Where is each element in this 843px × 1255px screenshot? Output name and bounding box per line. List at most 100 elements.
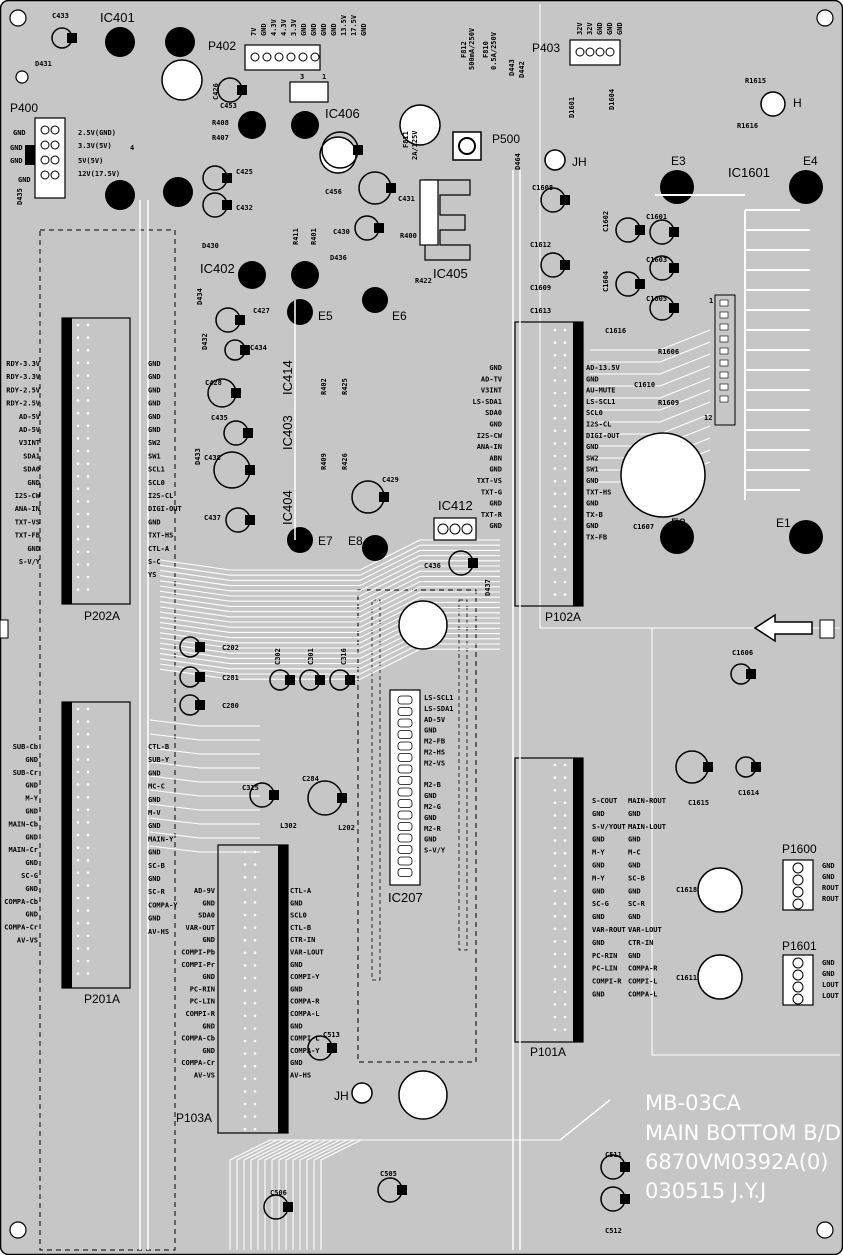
pin-label: AD-9V xyxy=(194,887,216,895)
pin-label: E8 xyxy=(348,534,363,548)
pin-label: GND xyxy=(592,939,605,947)
pin-label: GND xyxy=(148,426,161,434)
pin-label: M2-HS xyxy=(424,749,445,757)
ic1601-label: IC1601 xyxy=(728,165,770,180)
pin-label: GND xyxy=(592,810,605,818)
p1600-label: P1600 xyxy=(782,842,817,856)
pin-label: GND xyxy=(424,814,437,822)
svg-text:2A/125V: 2A/125V xyxy=(411,130,419,160)
pin-label: GND xyxy=(320,23,328,36)
svg-text:F812: F812 xyxy=(460,41,468,58)
pin-label: GND xyxy=(586,500,599,508)
pin-label: C511 xyxy=(605,1151,622,1159)
pin-label: COMPI-R xyxy=(185,1010,215,1018)
pin-label: GND xyxy=(330,23,338,36)
pin-label: M-C xyxy=(628,849,641,857)
pin-label: M2-G xyxy=(424,803,441,811)
pin-label: GND xyxy=(822,959,835,967)
pin-label: C506 xyxy=(270,1189,287,1197)
title-block: MB-03CA MAIN BOTTOM B/D 6870VM0392A(0) 0… xyxy=(645,1091,841,1203)
pin-label: C1608 xyxy=(532,184,553,192)
pin-label: ROUT xyxy=(822,884,839,892)
pin-label: 4 xyxy=(130,144,134,152)
ic207-pin-labels: LS-SCL1LS-SDA1AD-5VGNDM2-FBM2-HSM2-VSM2-… xyxy=(424,694,454,855)
svg-text:GND: GND xyxy=(18,176,31,184)
pin-label: C431 xyxy=(398,195,415,203)
large-pads xyxy=(105,27,823,561)
pin-label: GND xyxy=(628,887,641,895)
pin-label: C438 xyxy=(204,454,221,462)
pin-label: SC-R xyxy=(628,900,646,908)
pin-label: COMPA-Cb xyxy=(181,1035,215,1043)
ic414-label: IC414 xyxy=(280,360,295,395)
pin-label: M-Y xyxy=(592,874,605,882)
p103a-label: P103A xyxy=(176,1111,212,1125)
ic402-label: IC402 xyxy=(200,261,235,276)
pin-label: R1616 xyxy=(737,122,758,130)
header-pin-dots xyxy=(76,323,567,1131)
pin-label: SW2 xyxy=(586,454,599,462)
pin-label: SCL0 xyxy=(290,912,307,920)
pin-label: COMPA-Cr xyxy=(181,1059,215,1067)
pin-label: COMPA-R xyxy=(290,998,320,1006)
pin-label: LOUT xyxy=(822,992,839,1000)
pin-label: LOUT xyxy=(822,981,839,989)
pin-label: C456 xyxy=(325,188,342,196)
pin-label: VAR-OUT xyxy=(185,924,215,932)
pin-label: SC-G xyxy=(21,872,38,880)
p1601-label: P1601 xyxy=(782,939,817,953)
pin-label: GND xyxy=(148,875,161,883)
pin-label: GND xyxy=(586,375,599,383)
pin-label: GND xyxy=(310,23,318,36)
pin-label: C1615 xyxy=(688,799,709,807)
pin-label: CTL-B xyxy=(148,743,169,751)
p201a-right-labels: CTL-BSUB-YGNDMC-CGNDM-VGNDMAIN-YGNDSC-BG… xyxy=(148,743,178,936)
pin-label: L302 xyxy=(280,822,297,830)
pin-label: SCL0 xyxy=(148,479,165,487)
pin-label: V3INT xyxy=(19,439,40,447)
pin-label: SDA0 xyxy=(23,466,40,474)
pin-label: C512 xyxy=(605,1227,622,1235)
pin-label: C427 xyxy=(253,307,270,315)
pin-label: GND xyxy=(596,22,604,35)
pin-label: ROUT xyxy=(822,895,839,903)
pin-label: GND xyxy=(606,22,614,35)
pin-label: V3INT xyxy=(481,387,502,395)
pin-label: C202 xyxy=(222,644,239,652)
pin-label: GND xyxy=(592,991,605,999)
pin-label: GND xyxy=(360,23,368,36)
pin-label: TXT-VS xyxy=(15,518,40,526)
pin-label: D1604 xyxy=(608,89,616,110)
pin-label: SW1 xyxy=(148,452,161,460)
small-connector-pins xyxy=(40,47,804,1005)
pin-label: E3 xyxy=(671,154,686,168)
pin-label: GND xyxy=(300,23,308,36)
pin-label: D434 xyxy=(196,288,204,305)
pin-label: GND xyxy=(489,364,502,372)
pin-label: S-V/Y xyxy=(19,558,41,566)
pin-label: TXT-R xyxy=(481,511,503,519)
pin-label: R1609 xyxy=(658,399,679,407)
pin-label: R1615 xyxy=(745,77,766,85)
pin-label: C1601 xyxy=(646,213,667,221)
pin-label: C426 xyxy=(212,83,220,100)
pin-label: AD-13.5V xyxy=(586,364,621,372)
title-line-2: MAIN BOTTOM B/D xyxy=(645,1121,841,1145)
pin-label: I2S-CW xyxy=(15,492,41,500)
pin-label: D431 xyxy=(35,60,52,68)
pin-label: RDY-3.3V xyxy=(6,373,41,381)
pin-label: TX-B xyxy=(586,511,603,519)
pin-label: PC-RIN xyxy=(592,952,617,960)
pin-label: GND xyxy=(290,1059,303,1067)
pin-label: SUB-Cb xyxy=(13,743,38,751)
pin-label: GND xyxy=(27,545,40,553)
pin-label: SUB-Y xyxy=(148,756,170,764)
pin-label: R1606 xyxy=(658,348,679,356)
pin-label: PC-LIN xyxy=(592,965,617,973)
pin-label: GND xyxy=(592,836,605,844)
pin-label: COMPI-Pr xyxy=(181,961,215,969)
svg-text:F810: F810 xyxy=(482,41,490,58)
pin-label: C513 xyxy=(323,1031,340,1039)
pin-label: GND xyxy=(822,862,835,870)
